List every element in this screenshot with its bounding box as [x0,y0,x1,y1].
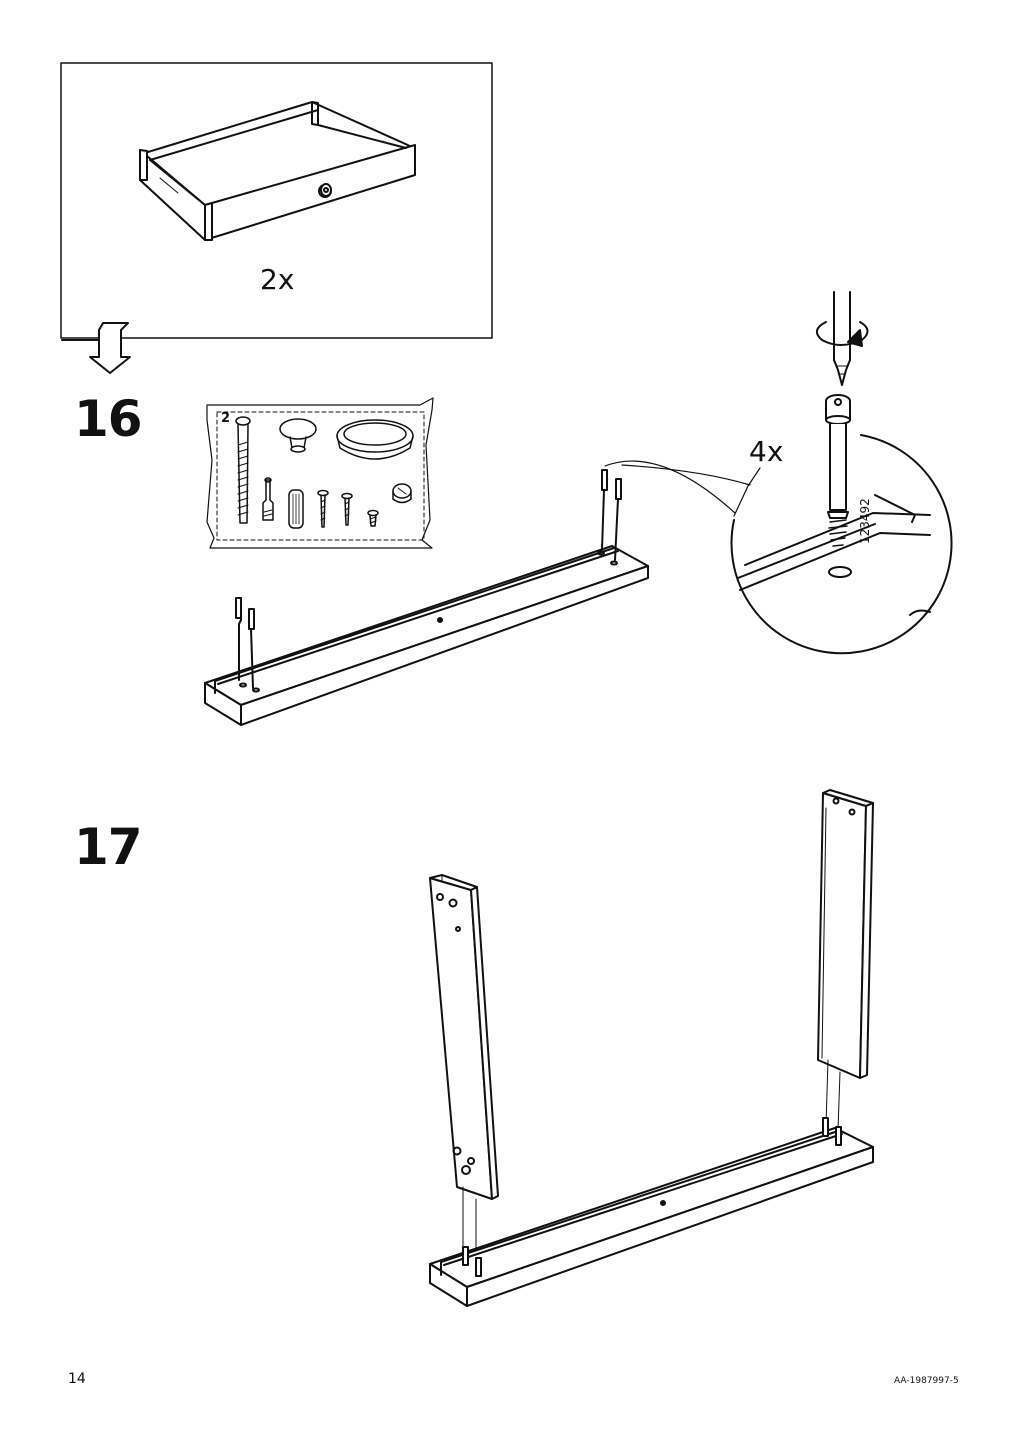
step17-board [429,1117,874,1307]
cam-bolt-pair-right [822,1117,842,1146]
hardware-pack-count: 2 [221,411,231,426]
cam-bolt-left-2 [248,608,260,693]
knob-icon [279,418,317,453]
callout-frame [60,62,493,339]
cam-bolt-icon [262,477,274,521]
step17-left-panel [429,874,499,1261]
cam-bolt-right-2 [610,478,622,566]
drawer-illustration [139,101,416,241]
drawer-quantity-label: 2x [260,263,295,296]
page-number: 14 [68,1371,86,1387]
cam-bolt-pair-left [462,1246,482,1277]
step16-board [204,460,751,726]
cam-lock-icon [392,483,412,504]
cam-bolt-large-icon [825,394,852,578]
part-number-label: 123492 [858,498,872,544]
screwdriver-icon [815,291,869,386]
screw-icon [341,492,353,526]
document-code: AA-1987997-5 [894,1376,959,1386]
short-screw-icon [367,509,379,527]
drawer-callout [60,62,493,339]
ring-icon [336,419,414,460]
step-16-number: 16 [74,390,143,448]
dowel-icon [288,489,304,529]
step17-right-panel [817,789,874,1131]
cam-bolt-right-1 [597,469,608,556]
long-screw-icon [235,416,251,524]
screw-icon [317,489,329,528]
detail-magnifier [730,394,953,655]
down-arrow-icon [61,322,131,374]
step-17-number: 17 [74,818,143,876]
cam-bolt-left-1 [235,597,247,688]
detail-quantity-label: 4x [749,435,784,468]
hardware-pack [206,397,434,549]
